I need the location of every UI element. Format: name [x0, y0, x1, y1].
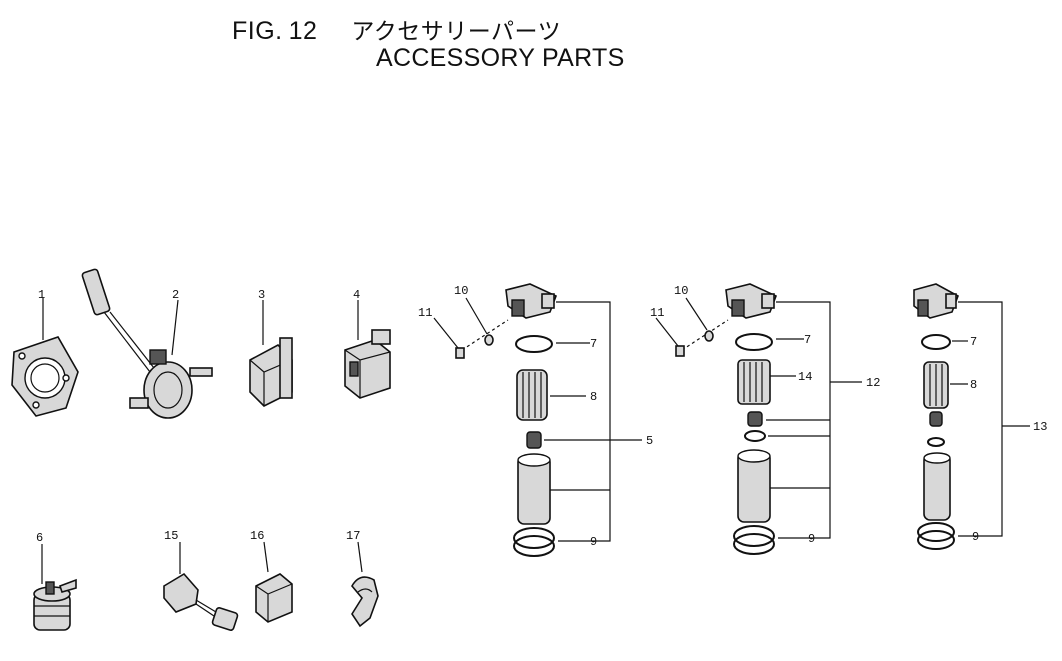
filter-assembly-a	[433, 283, 642, 557]
part-1-gasket	[11, 298, 79, 417]
callout-16: 16	[250, 529, 264, 543]
part-17-clamp	[351, 541, 379, 628]
callout-13: 13	[1033, 420, 1047, 434]
callout-2: 2	[172, 288, 179, 302]
callout-4: 4	[353, 288, 360, 302]
callout-1: 1	[38, 288, 45, 302]
filter-assembly-b	[655, 283, 862, 555]
callout-12: 12	[866, 376, 880, 390]
figure-label: FIG.	[232, 17, 283, 45]
callout-11b: 11	[650, 306, 664, 320]
figure-title-en: ACCESSORY PARTS	[376, 44, 625, 72]
part-6-fuel-pump	[33, 544, 77, 631]
part-16-relay	[255, 541, 293, 623]
callout-11a: 11	[418, 306, 432, 320]
callout-8a: 8	[590, 390, 597, 404]
callout-5: 5	[646, 434, 653, 448]
callout-9c: 9	[972, 530, 979, 544]
callout-6: 6	[36, 531, 43, 545]
callout-7a: 7	[590, 337, 597, 351]
callout-3: 3	[258, 288, 265, 302]
part-15-sensor	[163, 542, 239, 631]
part-3-relay-module	[249, 300, 293, 407]
part-2-fuel-sender	[81, 268, 213, 419]
callout-9b: 9	[808, 532, 815, 546]
filter-assembly-c	[913, 283, 1030, 550]
callout-9a: 9	[590, 535, 597, 549]
figure-title-jp: アクセサリーパーツ	[351, 19, 562, 45]
callout-14: 14	[798, 370, 812, 384]
part-4-relay	[344, 300, 391, 399]
callout-7c: 7	[970, 335, 977, 349]
callout-15: 15	[164, 529, 178, 543]
callout-10b: 10	[674, 284, 688, 298]
figure-title: FIG.12 アクセサリーパーツ	[232, 12, 561, 46]
callout-17: 17	[346, 529, 360, 543]
callout-10a: 10	[454, 284, 468, 298]
figure-number: 12	[288, 17, 318, 45]
callout-7b: 7	[804, 333, 811, 347]
callout-8c: 8	[970, 378, 977, 392]
